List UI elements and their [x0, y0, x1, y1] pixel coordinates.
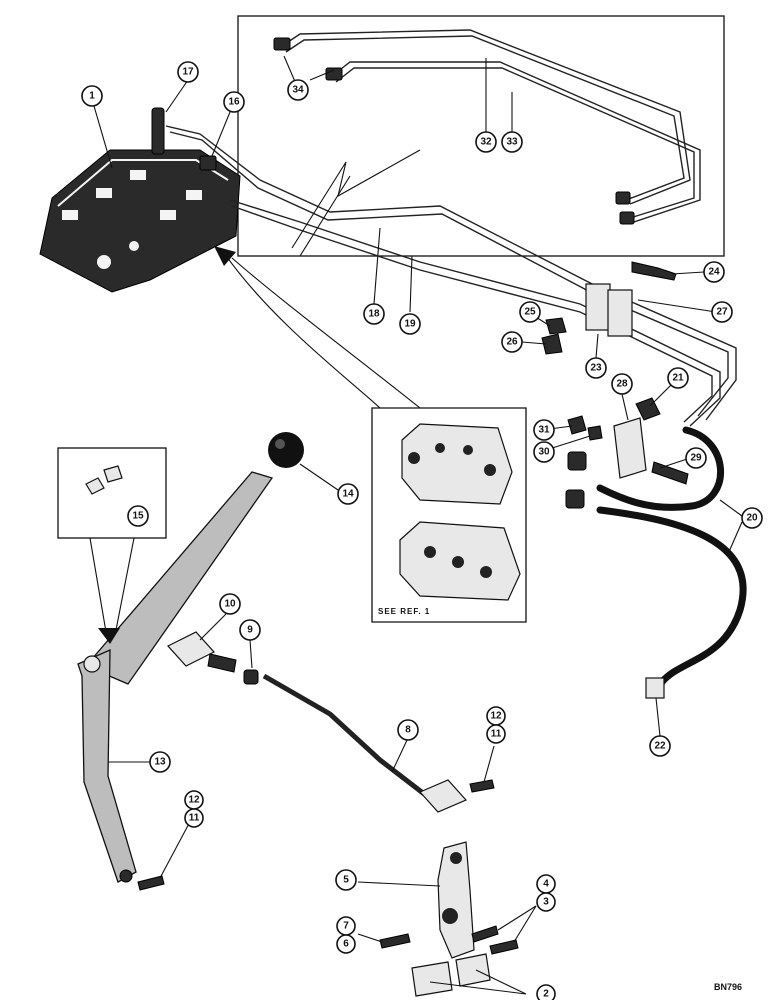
- callout-30: 30: [533, 441, 555, 463]
- callout-9: 9: [239, 619, 261, 641]
- callout-6: 6: [336, 934, 356, 954]
- callout-1: 1: [81, 85, 103, 107]
- svg-text:27: 27: [716, 307, 728, 318]
- svg-text:13: 13: [154, 757, 166, 768]
- svg-text:22: 22: [654, 741, 666, 752]
- callout-18: 18: [363, 303, 385, 325]
- hose-block: [565, 397, 747, 699]
- svg-text:30: 30: [538, 447, 550, 458]
- valve-ref-inset: SEE REF. 1: [371, 407, 527, 623]
- callout-33: 33: [501, 131, 523, 153]
- svg-text:26: 26: [506, 337, 518, 348]
- callout-12-a: 12: [486, 706, 506, 726]
- svg-text:5: 5: [343, 875, 349, 886]
- svg-text:21: 21: [672, 373, 684, 384]
- callout-24: 24: [703, 261, 725, 283]
- svg-text:14: 14: [342, 489, 354, 500]
- svg-text:34: 34: [292, 85, 304, 96]
- lever-assembly: [77, 432, 304, 883]
- callout-23: 23: [585, 357, 607, 379]
- valve-tubes: [165, 125, 737, 427]
- svg-text:29: 29: [690, 453, 702, 464]
- svg-text:1: 1: [89, 91, 95, 102]
- svg-text:12: 12: [490, 711, 502, 722]
- callout-29: 29: [685, 447, 707, 469]
- control-rod: [137, 631, 495, 891]
- svg-text:15: 15: [132, 511, 144, 522]
- svg-text:10: 10: [224, 599, 236, 610]
- lever-bracket: [379, 841, 519, 997]
- callout-17: 17: [177, 61, 199, 83]
- nut-inset: [57, 447, 167, 644]
- callout-25: 25: [519, 301, 541, 323]
- callout-20: 20: [741, 507, 763, 529]
- svg-text:19: 19: [404, 319, 416, 330]
- callout-12-b: 12: [184, 790, 204, 810]
- see-ref-note: SEE REF. 1: [378, 607, 430, 616]
- callout-2: 2: [536, 984, 556, 1000]
- callout-11-a: 11: [486, 724, 506, 744]
- svg-text:11: 11: [491, 729, 502, 740]
- callout-15: 15: [127, 505, 149, 527]
- callout-31: 31: [533, 419, 555, 441]
- svg-text:11: 11: [189, 813, 200, 824]
- svg-text:18: 18: [368, 309, 380, 320]
- svg-text:17: 17: [182, 67, 194, 78]
- svg-text:23: 23: [590, 363, 602, 374]
- callout-3: 3: [536, 892, 556, 912]
- tube-inset-box: [237, 15, 725, 257]
- callout-21: 21: [667, 367, 689, 389]
- callout-14: 14: [337, 483, 359, 505]
- inset-pointer-arrow: [214, 149, 421, 409]
- clamp-bracket: [541, 261, 677, 355]
- control-valve-body: [39, 107, 241, 293]
- callout-28: 28: [611, 373, 633, 395]
- svg-text:28: 28: [616, 379, 628, 390]
- callout-4: 4: [536, 874, 556, 894]
- callout-34: 34: [287, 79, 309, 101]
- svg-text:16: 16: [228, 97, 240, 108]
- callout-22: 22: [649, 735, 671, 757]
- svg-text:33: 33: [506, 137, 518, 148]
- svg-text:6: 6: [343, 939, 349, 950]
- svg-text:12: 12: [188, 795, 200, 806]
- callout-5: 5: [335, 869, 357, 891]
- callout-8: 8: [397, 719, 419, 741]
- svg-text:9: 9: [247, 625, 253, 636]
- callout-11-b: 11: [184, 808, 204, 828]
- svg-text:2: 2: [543, 989, 549, 1000]
- svg-text:3: 3: [543, 897, 549, 908]
- svg-text:31: 31: [538, 425, 550, 436]
- callout-16: 16: [223, 91, 245, 113]
- svg-text:8: 8: [405, 725, 411, 736]
- callout-32: 32: [475, 131, 497, 153]
- svg-text:25: 25: [524, 307, 536, 318]
- svg-text:32: 32: [480, 137, 492, 148]
- svg-text:7: 7: [343, 921, 349, 932]
- callout-10: 10: [219, 593, 241, 615]
- callout-13: 13: [149, 751, 171, 773]
- svg-text:4: 4: [543, 879, 549, 890]
- callout-19: 19: [399, 313, 421, 335]
- svg-text:24: 24: [708, 267, 720, 278]
- callout-26: 26: [501, 331, 523, 353]
- leader-lines: [93, 55, 743, 995]
- figure-code: BN796: [714, 982, 742, 992]
- callout-27: 27: [711, 301, 733, 323]
- svg-text:20: 20: [746, 513, 758, 524]
- callout-7: 7: [336, 916, 356, 936]
